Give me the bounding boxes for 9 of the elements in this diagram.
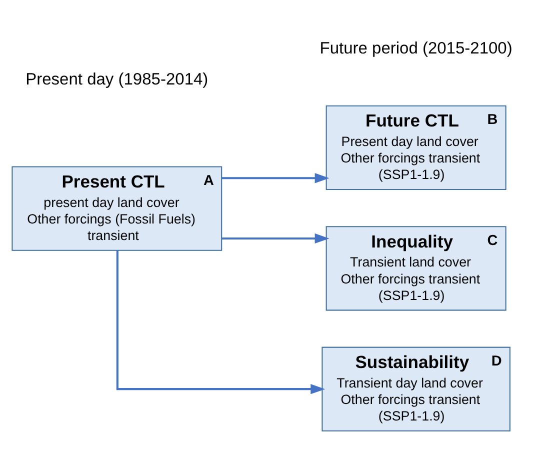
arrow [116, 250, 326, 394]
node-box: Present CTL A present day land cover Other forcings (Fossil Fuels) transient [12, 166, 222, 251]
arrow [222, 173, 330, 184]
node-box: Future CTL B Present day land cover Other forcings transient (SSP1-1.9) [326, 105, 506, 190]
node-box: Inequality C Transient land cover Other forcings transient (SSP1-1.9) [326, 226, 506, 311]
arrow [222, 233, 330, 244]
label: Present day (1985-2014) [26, 70, 208, 89]
node-box: Sustainability D Transient day land cover Other forcings transient (SSP1-1.9) [322, 346, 510, 432]
label: Future period (2015-2100) [320, 40, 512, 58]
